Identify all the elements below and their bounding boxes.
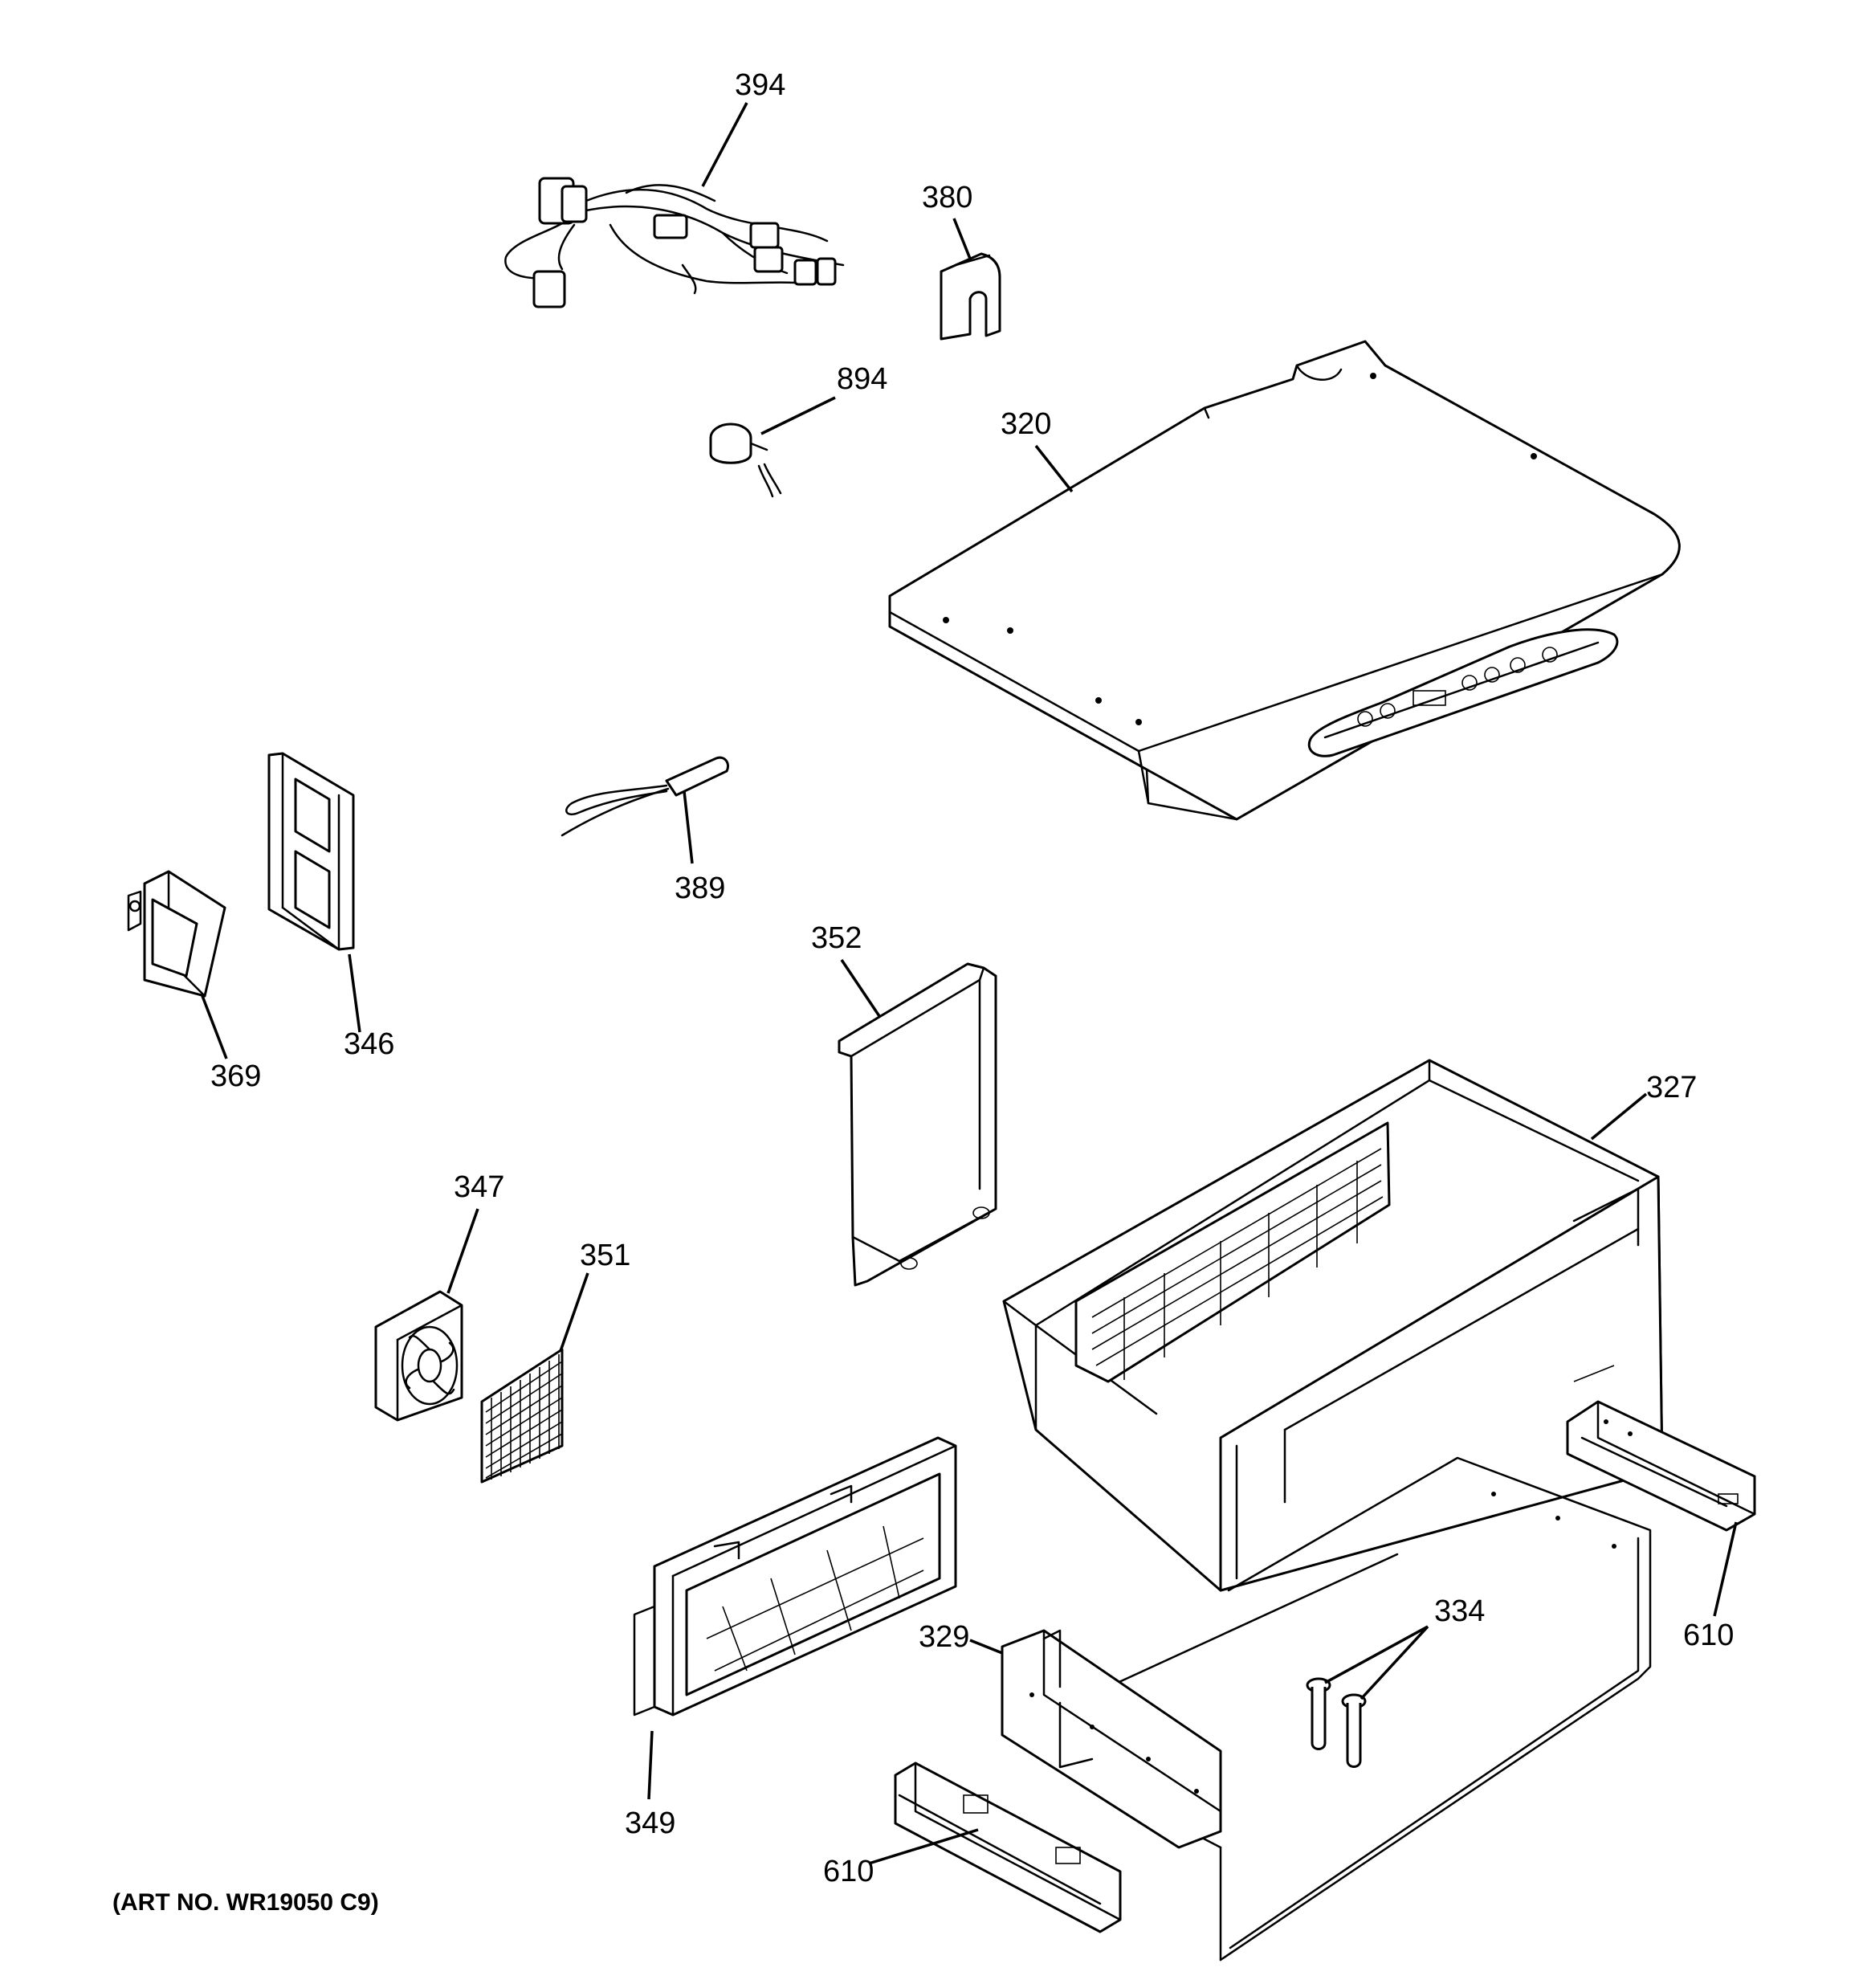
part-327-drawer-pan[interactable]: [1002, 1059, 1664, 1592]
label-334: 334: [1434, 1594, 1485, 1628]
art-number: (ART NO. WR19050 C9): [112, 1889, 379, 1916]
label-351: 351: [580, 1239, 630, 1272]
part-380-cover[interactable]: [940, 252, 1001, 341]
label-329: 329: [919, 1620, 969, 1654]
part-394-wire-harness[interactable]: [504, 177, 845, 308]
part-320-top-cover[interactable]: [888, 340, 1681, 821]
part-389-sensor[interactable]: [561, 756, 729, 837]
label-369: 369: [210, 1059, 261, 1093]
label-389: 389: [675, 872, 725, 905]
leader-lines: [201, 102, 1738, 1865]
label-380: 380: [922, 181, 972, 214]
part-369-light-housing[interactable]: [127, 870, 226, 998]
label-320: 320: [1001, 407, 1051, 441]
part-334-screws[interactable]: [1306, 1677, 1367, 1768]
part-894-thermostat[interactable]: [709, 423, 782, 498]
part-346-panel[interactable]: [267, 752, 355, 951]
part-329-frame-bracket[interactable]: [1001, 1456, 1652, 1961]
part-610-slide-right[interactable]: [1566, 1400, 1756, 1532]
label-327: 327: [1646, 1071, 1697, 1104]
label-610-left: 610: [823, 1855, 874, 1888]
label-610-right: 610: [1683, 1619, 1734, 1652]
label-352: 352: [811, 921, 862, 955]
label-894: 894: [837, 362, 887, 396]
part-347-fan[interactable]: [374, 1290, 463, 1422]
label-394: 394: [735, 68, 785, 102]
label-346: 346: [344, 1027, 394, 1061]
part-labels: 394 380 894 320 389 346 369 352 327 347 …: [112, 68, 1734, 1916]
part-349-drawer-frame[interactable]: [633, 1436, 957, 1717]
part-610-slide-left[interactable]: [894, 1761, 1122, 1933]
label-349: 349: [625, 1806, 675, 1840]
label-347: 347: [454, 1170, 504, 1204]
part-351-grille[interactable]: [480, 1348, 564, 1484]
part-352-duct-cover[interactable]: [838, 962, 997, 1287]
